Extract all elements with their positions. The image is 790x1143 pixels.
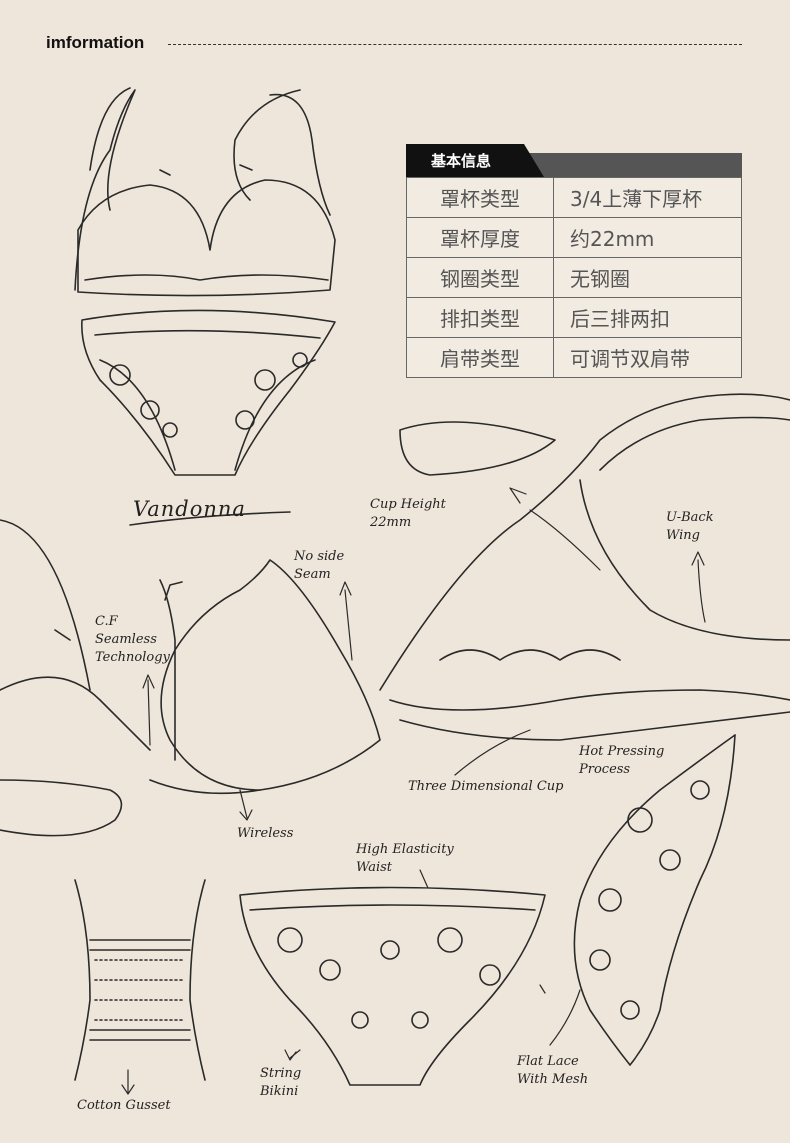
- bra-front-sketch-small: [74, 87, 336, 297]
- label-high-elasticity: High Elasticity Waist: [356, 842, 454, 875]
- table-row: 钢圈类型无钢圈: [406, 257, 742, 298]
- spec-key: 罩杯类型: [406, 177, 554, 218]
- label-three-dimensional-cup: Three Dimensional Cup: [408, 779, 564, 794]
- label-cotton-gusset: Cotton Gusset: [77, 1098, 171, 1113]
- brand-underline: [129, 511, 291, 526]
- label-cf-seamless: C.F Seamless Technology: [95, 614, 170, 665]
- panty-sketch-small: [81, 309, 336, 476]
- spec-key: 排扣类型: [406, 297, 554, 338]
- table-row: 排扣类型后三排两扣: [406, 297, 742, 338]
- section-header: imformation: [46, 33, 742, 57]
- panty-sketch-large: [239, 886, 546, 1086]
- spec-value: 约22mm: [553, 217, 742, 258]
- cotton-gusset-sketch: [74, 879, 206, 1081]
- spec-key: 钢圈类型: [406, 257, 554, 298]
- dashed-divider: [168, 44, 742, 45]
- spec-value: 无钢圈: [553, 257, 742, 298]
- spec-key: 罩杯厚度: [406, 217, 554, 258]
- brand-signature: Vandonna: [133, 497, 246, 521]
- bra-front-sketch-large: [0, 519, 381, 837]
- label-flat-lace: Flat Lace With Mesh: [517, 1054, 589, 1087]
- label-cup-height: Cup Height 22mm: [370, 497, 446, 530]
- table-row: 罩杯厚度约22mm: [406, 217, 742, 258]
- annotation-arrows: [121, 487, 706, 1095]
- spec-key: 肩带类型: [406, 337, 554, 378]
- spec-value: 后三排两扣: [553, 297, 742, 338]
- spec-tab: 基本信息: [406, 144, 544, 177]
- label-hot-pressing: Hot Pressing Process: [579, 744, 665, 777]
- section-title: imformation: [46, 33, 145, 52]
- spec-tab-label: 基本信息: [431, 152, 492, 170]
- label-string-bikini: String Bikini: [260, 1066, 302, 1099]
- bra-side-sketch-large: [379, 393, 790, 741]
- label-no-side-seam: No side Seam: [294, 549, 345, 582]
- lace-detail-sketch: [573, 734, 736, 1066]
- label-u-back-wing: U-Back Wing: [666, 510, 714, 543]
- table-row: 肩带类型可调节双肩带: [406, 337, 742, 378]
- label-wireless: Wireless: [237, 826, 294, 841]
- spec-tab-header: 基本信息: [406, 144, 742, 177]
- spec-value: 可调节双肩带: [553, 337, 742, 378]
- spec-value: 3/4上薄下厚杯: [553, 177, 742, 218]
